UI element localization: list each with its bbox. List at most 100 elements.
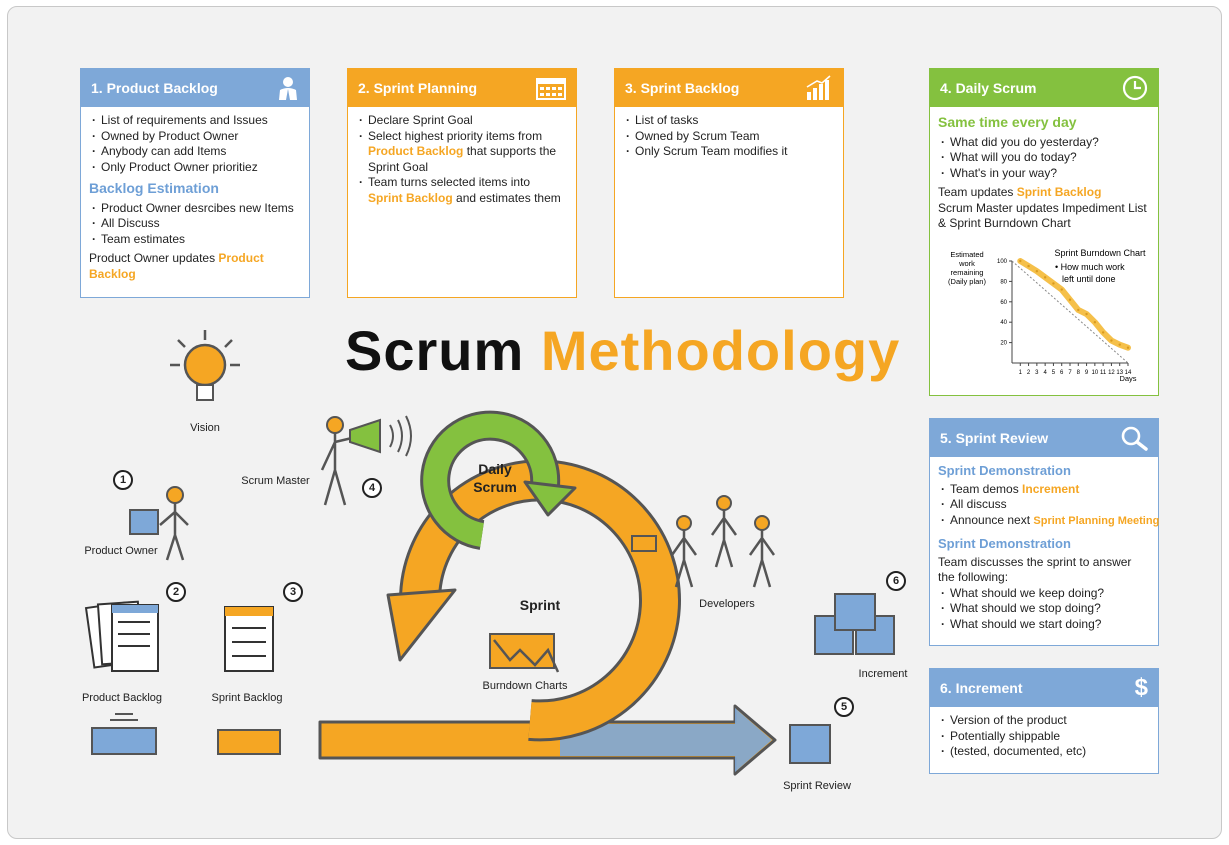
increment-header: 6. Increment [940, 680, 1023, 696]
sprint-demo-subtitle-1: Sprint Demonstration [938, 463, 1071, 478]
daily-scrum-card: 4. Daily Scrum Same time every day What … [929, 68, 1159, 396]
product-backlog-footer: Product Owner updates Product Backlog [89, 251, 264, 281]
sprint-backlog-header: 3. Sprint Backlog [625, 80, 740, 96]
sprint-review-text: Team discusses the sprint to answer the … [938, 554, 1132, 585]
chart-x-tick-label: 10 [1092, 370, 1099, 376]
daily-scrum-list: What did you do yesterday? What will you… [938, 135, 1150, 182]
backlog-estimation-subtitle: Backlog Estimation [89, 180, 219, 196]
chart-legend-line2: left until done [1062, 274, 1116, 284]
increment-label: Increment [858, 668, 908, 680]
list-item: What's in your way? [938, 166, 1150, 182]
sprint-label: Sprint [519, 597, 561, 613]
svg-text:Estimated: Estimated [950, 250, 983, 259]
sprint-backlog-list: List of tasks Owned by Scrum Team Only S… [623, 113, 835, 160]
list-item: Potentially shippable [938, 729, 1150, 745]
daily-scrum-header: 4. Daily Scrum [940, 80, 1037, 96]
chart-x-tick-label: 6 [1060, 370, 1064, 376]
chart-point [1110, 339, 1113, 342]
chart-x-tick-label: 2 [1027, 370, 1031, 376]
list-item: Only Scrum Team modifies it [623, 144, 835, 160]
list-item: Declare Sprint Goal [356, 113, 568, 129]
daily-scrum-text2: Scrum Master updates Impediment List & S… [938, 200, 1147, 231]
page-title: Scrum Methodology [345, 319, 901, 382]
daily-scrum-text1: Team updates Sprint Backlog [938, 185, 1102, 199]
chart-x-tick-label: 5 [1052, 370, 1056, 376]
chart-x-tick-label: 13 [1116, 370, 1123, 376]
list-item: What will you do today? [938, 150, 1150, 166]
chart-legend-line1: • How much work [1055, 262, 1125, 272]
sprint-review-label: Sprint Review [783, 780, 851, 792]
vision-label: Vision [190, 422, 220, 434]
list-item: Team turns selected items into Sprint Ba… [356, 175, 568, 206]
sprint-planning-card: 2. Sprint Planning Declare Sprint Goal S… [347, 68, 577, 298]
list-item: What did you do yesterday? [938, 135, 1150, 151]
list-item: Team estimates [89, 232, 301, 248]
sprint-backlog-card: 3. Sprint Backlog List of tasks Owned by… [614, 68, 844, 298]
chart-x-tick-label: 14 [1125, 370, 1132, 376]
svg-text:work: work [958, 259, 975, 268]
chart-x-tick-label: 3 [1035, 370, 1039, 376]
chart-point [1126, 346, 1130, 349]
chart-x-tick-label: 7 [1068, 370, 1072, 376]
step-number-4: 4 [362, 478, 382, 498]
step-number-1: 1 [113, 470, 133, 490]
chart-x-tick-label: 8 [1077, 370, 1081, 376]
burndown-charts-label: Burndown Charts [482, 680, 568, 692]
chart-point [1052, 282, 1055, 285]
developers-label: Developers [699, 598, 755, 610]
list-item: Select highest priority items from Produ… [356, 129, 568, 176]
list-item: Anybody can add Items [89, 144, 301, 160]
chart-series-line [1017, 258, 1131, 351]
chart-y-tick-label: 60 [1000, 300, 1007, 306]
product-backlog-label: Product Backlog [81, 692, 163, 704]
calendar-icon [536, 78, 566, 100]
chart-marks [1017, 258, 1131, 351]
svg-text:remaining: remaining [951, 268, 984, 277]
list-item: Owned by Product Owner [89, 129, 301, 145]
burndown-chart: Estimated work remaining (Daily plan) Sp… [948, 248, 1146, 383]
chart-point [1118, 343, 1121, 346]
sprint-review-list-1: Team demos Increment All discuss Announc… [938, 482, 1159, 530]
list-item: Announce next Sprint Planning Meeting [938, 513, 1159, 530]
step-number-3: 3 [283, 582, 303, 602]
list-item: Only Product Owner prioritiez [89, 160, 301, 176]
bar-chart-icon [806, 75, 831, 100]
chart-y-tick-label: 80 [1000, 279, 1007, 285]
chart-point [1068, 298, 1072, 301]
chart-point [1027, 264, 1030, 268]
chart-x-tick-label: 11 [1100, 370, 1107, 376]
sprint-planning-list: Declare Sprint Goal Select highest prior… [356, 113, 568, 206]
daily-scrum-subtitle: Same time every day [938, 114, 1077, 130]
chart-x-tick-label: 4 [1043, 370, 1047, 376]
sprint-review-list-2: What should we keep doing? What should w… [938, 586, 1150, 633]
chart-point [1085, 312, 1088, 316]
chart-point [1101, 331, 1105, 334]
product-backlog-list: List of requirements and Issues Owned by… [89, 113, 301, 175]
chart-point [1019, 259, 1022, 263]
list-item: (tested, documented, etc) [938, 744, 1150, 760]
chart-point [1060, 288, 1063, 291]
daily-scrum-label: Daily Scrum [473, 461, 517, 495]
list-item: List of tasks [623, 113, 835, 129]
chart-title: Sprint Burndown Chart [1054, 248, 1146, 258]
magnifier-icon [1121, 426, 1148, 451]
sprint-planning-header: 2. Sprint Planning [358, 80, 478, 96]
scrum-master-label: Scrum Master [241, 475, 310, 487]
chart-xlabel: Days [1119, 374, 1136, 383]
chart-point [1093, 321, 1097, 324]
chart-x-tick-label: 12 [1108, 370, 1115, 376]
chart-y-tick-label: 20 [1000, 341, 1007, 347]
list-item: Team demos Increment [938, 482, 1150, 498]
backlog-estimation-list: Product Owner desrcibes new Items All Di… [89, 201, 301, 248]
product-backlog-card: 1. Product Backlog List of requirements … [80, 68, 310, 298]
list-item: Owned by Scrum Team [623, 129, 835, 145]
sprint-review-header: 5. Sprint Review [940, 430, 1049, 446]
chart-point [1035, 270, 1039, 273]
sprint-backlog-label: Sprint Backlog [211, 692, 283, 704]
dollar-icon: $ [1134, 674, 1148, 701]
list-item: What should we keep doing? [938, 586, 1150, 602]
sprint-demo-subtitle-2: Sprint Demonstration [938, 536, 1071, 551]
list-item: What should we stop doing? [938, 601, 1150, 617]
list-item: Product Owner desrcibes new Items [89, 201, 301, 217]
